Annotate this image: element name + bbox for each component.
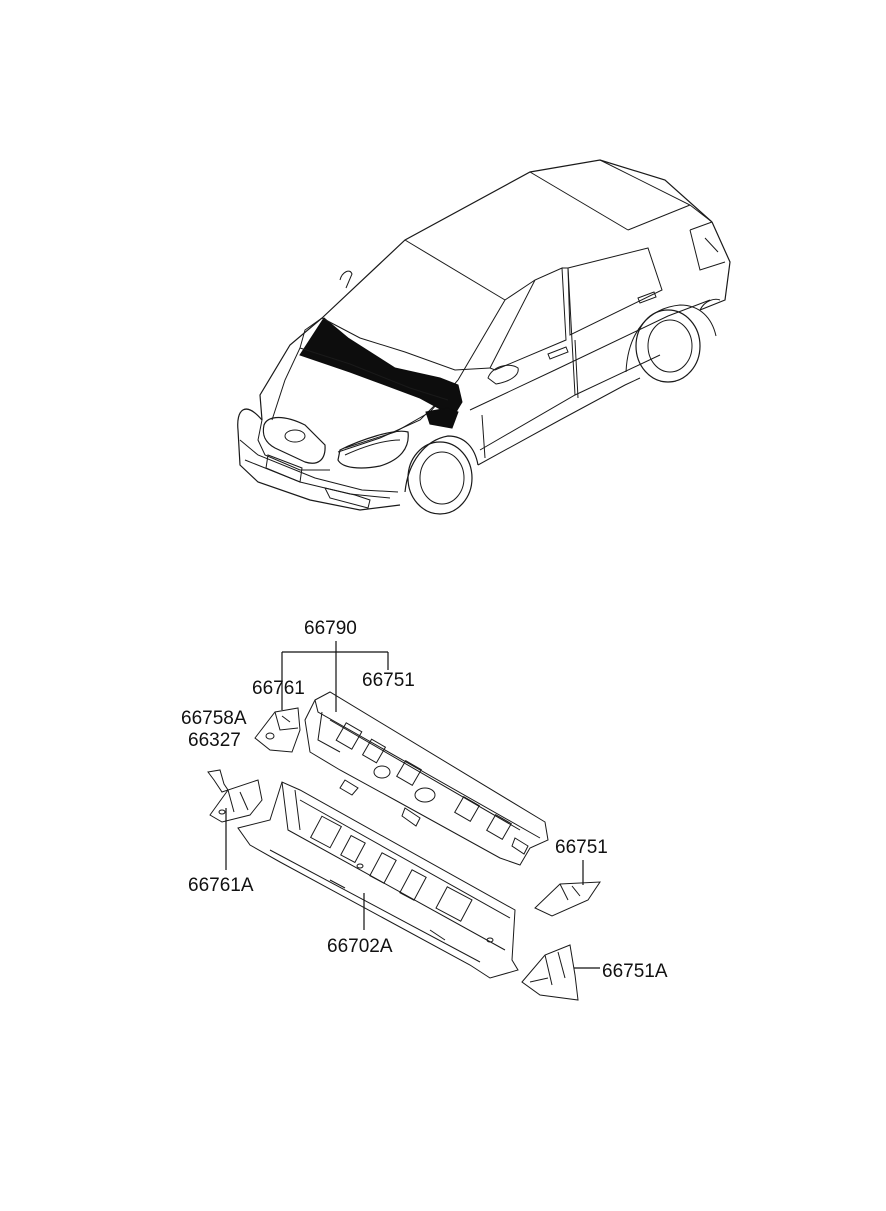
lower-left-bracket[interactable] [209,779,263,823]
label-66790: 66790 [304,618,357,639]
label-66761A: 66761A [188,875,254,896]
label-66751-right: 66751 [555,837,608,858]
lower-cowl-panel[interactable] [237,781,519,979]
label-66751-upper: 66751 [362,670,415,691]
label-66327: 66327 [188,730,241,751]
lower-right-bracket[interactable] [521,944,579,1001]
upper-cowl-panel[interactable] [304,691,549,866]
label-66761: 66761 [252,678,305,699]
label-66758A: 66758A [181,708,247,729]
label-66751A: 66751A [602,961,668,982]
label-66702A: 66702A [327,936,393,957]
car-illustration [237,159,731,515]
upper-left-bracket[interactable] [254,707,301,753]
cowl-highlight [299,317,463,413]
clip-part[interactable] [207,769,229,793]
cowl-parts-assembly [207,691,601,1001]
right-bracket[interactable] [534,881,601,917]
leader-lines [225,641,600,969]
callout-labels: 66790 66761 66751 66758A 66327 66761A 66… [181,618,668,982]
